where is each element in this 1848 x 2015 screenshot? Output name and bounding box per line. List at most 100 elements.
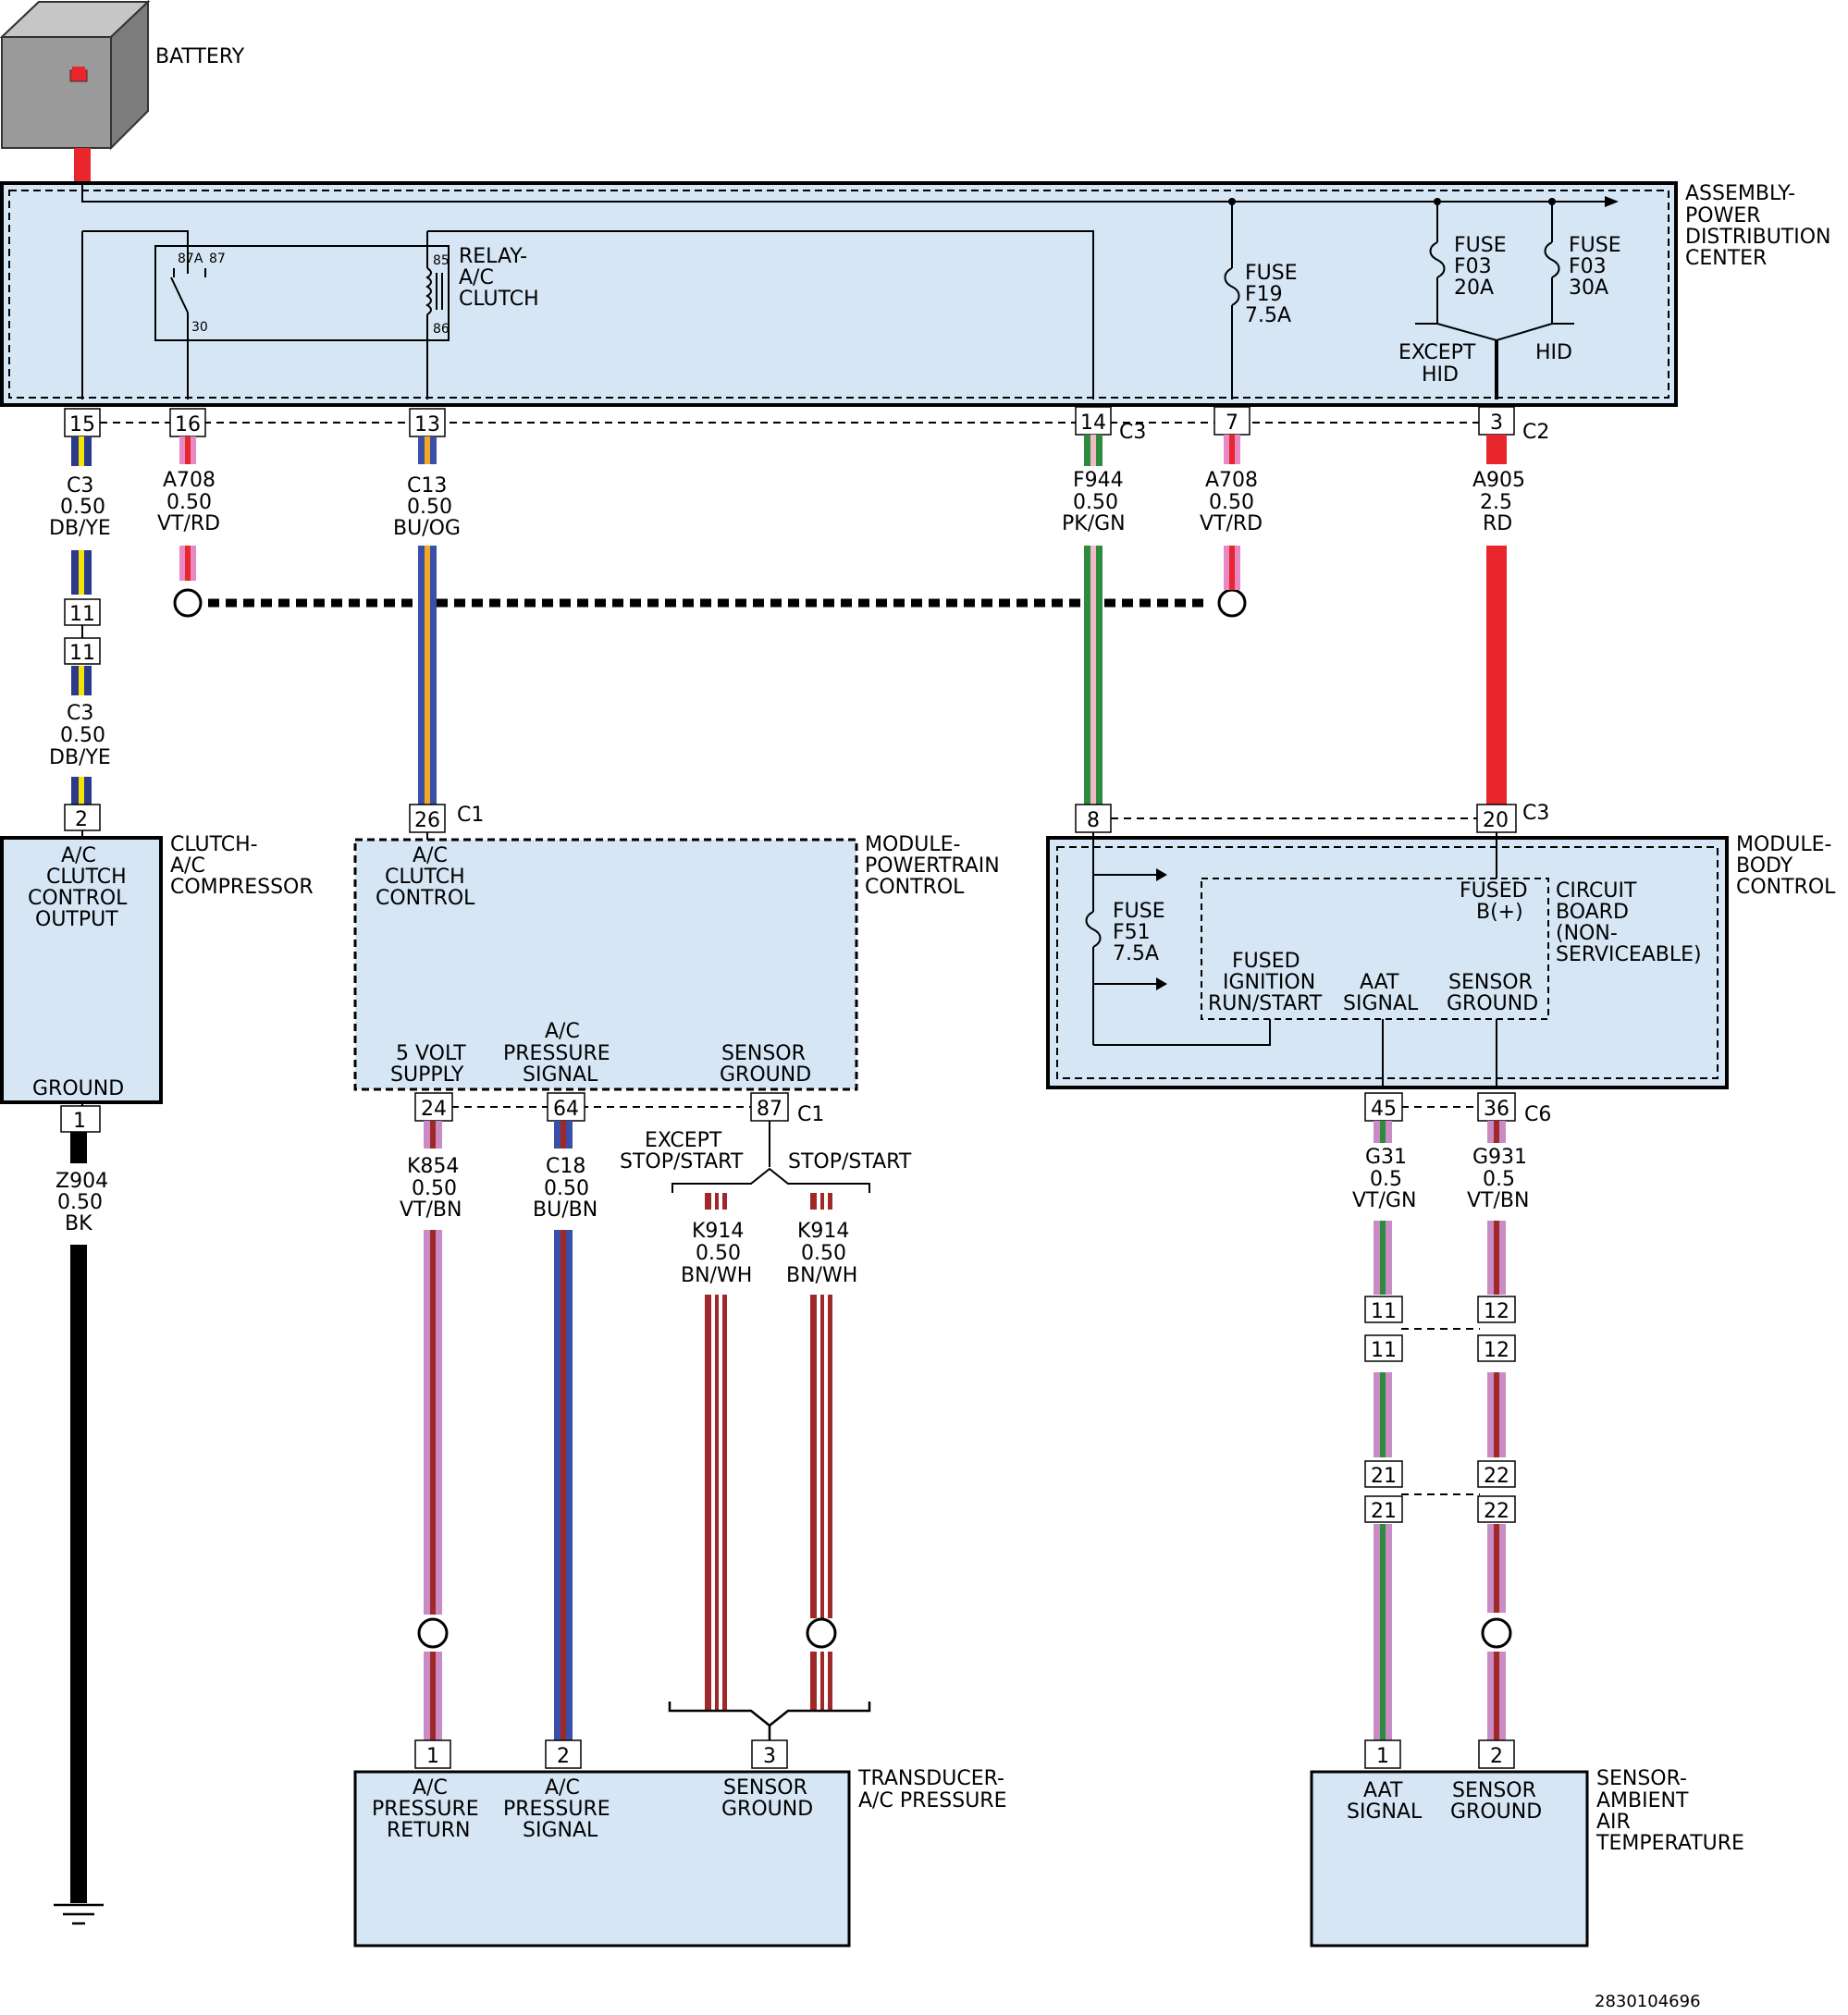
svg-text:K914: K914 <box>797 1220 849 1243</box>
svg-text:20: 20 <box>1483 809 1509 832</box>
fuse-f19-icon <box>1224 267 1240 306</box>
svg-text:FUSE: FUSE <box>1113 900 1165 923</box>
except-stop-start-label: EXCEPT STOP/START <box>620 1129 744 1173</box>
svg-text:A905: A905 <box>1472 469 1525 492</box>
svg-text:87A: 87A <box>178 252 203 266</box>
svg-text:SIGNAL: SIGNAL <box>523 1063 598 1087</box>
svg-text:F944: F944 <box>1073 469 1124 492</box>
fuse-f51-label: FUSE F51 7.5A <box>1113 900 1165 965</box>
svg-text:CLUTCH: CLUTCH <box>46 866 127 889</box>
svg-text:CONTROL: CONTROL <box>1736 876 1836 899</box>
svg-text:(NON-: (NON- <box>1556 922 1618 945</box>
clutch-output-label: A/C CLUTCH CONTROL OUTPUT <box>28 844 128 931</box>
svg-text:BU/OG: BU/OG <box>393 517 461 540</box>
svg-text:0.50: 0.50 <box>60 496 105 519</box>
svg-text:AMBIENT: AMBIENT <box>1596 1789 1689 1812</box>
relay-label: RELAY- A/C CLUTCH <box>459 245 539 311</box>
pdc-box <box>0 181 1678 407</box>
wire-c3-top-label: C3 0.50 DB/YE <box>49 474 111 540</box>
svg-text:2.5: 2.5 <box>1480 491 1512 514</box>
fuse-f03-20a-label: FUSE F03 20A <box>1454 234 1507 300</box>
svg-text:0.50: 0.50 <box>544 1177 589 1200</box>
svg-text:G31: G31 <box>1365 1146 1407 1169</box>
pcm-pressure-signal-label: A/C PRESSURE SIGNAL <box>503 1020 610 1087</box>
svg-text:CIRCUIT: CIRCUIT <box>1556 879 1637 903</box>
wire-k854 <box>424 1121 442 1740</box>
bcm-title: MODULE- BODY CONTROL <box>1736 833 1836 899</box>
svg-text:B(+): B(+) <box>1476 901 1523 924</box>
bcm-connector-c6: C6 <box>1524 1103 1551 1126</box>
svg-text:7: 7 <box>1226 412 1238 435</box>
svg-text:BN/WH: BN/WH <box>786 1264 857 1287</box>
svg-text:ASSEMBLY-: ASSEMBLY- <box>1685 182 1795 205</box>
svg-text:RUN/START: RUN/START <box>1208 992 1323 1015</box>
svg-text:20A: 20A <box>1454 276 1494 300</box>
svg-text:FUSED: FUSED <box>1232 950 1300 973</box>
wire-c18 <box>554 1121 573 1740</box>
svg-text:K914: K914 <box>692 1220 744 1243</box>
svg-text:3: 3 <box>763 1745 776 1768</box>
wire-g31-label: G31 0.5 VT/GN <box>1352 1146 1416 1212</box>
pcm-box <box>353 838 858 1091</box>
fuse-f03-30a-label: FUSE F03 30A <box>1569 234 1621 300</box>
svg-text:F19: F19 <box>1245 283 1283 306</box>
svg-text:45: 45 <box>1371 1098 1397 1121</box>
stop-start-label: STOP/START <box>788 1150 912 1173</box>
svg-text:VT/BN: VT/BN <box>1467 1189 1529 1212</box>
svg-text:3: 3 <box>1490 412 1503 435</box>
svg-text:26: 26 <box>414 809 440 832</box>
splice-k854 <box>417 1617 449 1649</box>
svg-text:CONTROL: CONTROL <box>865 876 965 899</box>
relay-box <box>154 245 450 341</box>
arrow-icon <box>1156 868 1167 881</box>
svg-text:SENSOR: SENSOR <box>1448 971 1533 994</box>
svg-text:SENSOR-: SENSOR- <box>1596 1767 1687 1790</box>
wire-k914-right-label: K914 0.50 BN/WH <box>786 1220 857 1287</box>
fused-b-label: FUSED B(+) <box>1460 879 1528 924</box>
svg-text:A708: A708 <box>163 469 216 492</box>
pdc-inner-border <box>8 190 1669 399</box>
svg-text:0.50: 0.50 <box>166 491 212 514</box>
svg-text:A/C: A/C <box>413 1776 448 1800</box>
svg-text:85: 85 <box>433 253 450 268</box>
svg-text:86: 86 <box>433 322 450 337</box>
svg-text:F03: F03 <box>1569 255 1607 278</box>
svg-text:EXCEPT: EXCEPT <box>1398 341 1476 364</box>
transducer-sensor-ground-label: SENSOR GROUND <box>721 1776 813 1821</box>
svg-text:24: 24 <box>421 1098 447 1121</box>
hid-label: HID <box>1535 341 1572 364</box>
wire-f944 <box>1084 435 1103 805</box>
svg-text:A/C: A/C <box>61 844 96 867</box>
pdc-connector-c2: C2 <box>1522 421 1549 444</box>
svg-text:C3: C3 <box>67 702 93 725</box>
splice-left <box>173 588 203 618</box>
pdc-title: ASSEMBLY- POWER DISTRIBUTION CENTER <box>1685 182 1831 270</box>
wire-k914-right <box>810 1193 832 1711</box>
svg-text:PRESSURE: PRESSURE <box>503 1042 610 1065</box>
svg-text:A/C: A/C <box>545 1020 580 1043</box>
svg-text:DB/YE: DB/YE <box>49 517 111 540</box>
svg-text:BOARD: BOARD <box>1556 901 1629 924</box>
bcm-sensor-ground-label: SENSOR GROUND <box>1447 971 1538 1015</box>
svg-text:A/C: A/C <box>545 1776 580 1800</box>
svg-text:AIR: AIR <box>1596 1811 1631 1834</box>
wire-c13 <box>418 436 437 805</box>
svg-text:A708: A708 <box>1205 469 1258 492</box>
svg-text:15: 15 <box>69 413 95 436</box>
fuse-f03-20a-icon <box>1429 241 1446 278</box>
svg-text:11: 11 <box>1371 1339 1397 1362</box>
svg-text:CLUTCH: CLUTCH <box>385 866 465 889</box>
svg-text:CONTROL: CONTROL <box>376 887 475 910</box>
svg-text:CENTER: CENTER <box>1685 247 1767 270</box>
clutch-box <box>0 836 163 1104</box>
wire-g931-label: G931 0.5 VT/BN <box>1467 1146 1529 1212</box>
svg-text:13: 13 <box>414 413 440 436</box>
svg-text:64: 64 <box>553 1098 579 1121</box>
bcm-internal-wiring <box>1085 832 1497 1089</box>
wire-c3-bottom-label: C3 0.50 DB/YE <box>49 702 111 769</box>
svg-text:AAT: AAT <box>1363 1779 1403 1802</box>
svg-text:12: 12 <box>1484 1300 1509 1323</box>
svg-text:FUSED: FUSED <box>1460 879 1528 903</box>
svg-text:MODULE-: MODULE- <box>865 833 960 856</box>
battery-cable <box>74 148 91 183</box>
